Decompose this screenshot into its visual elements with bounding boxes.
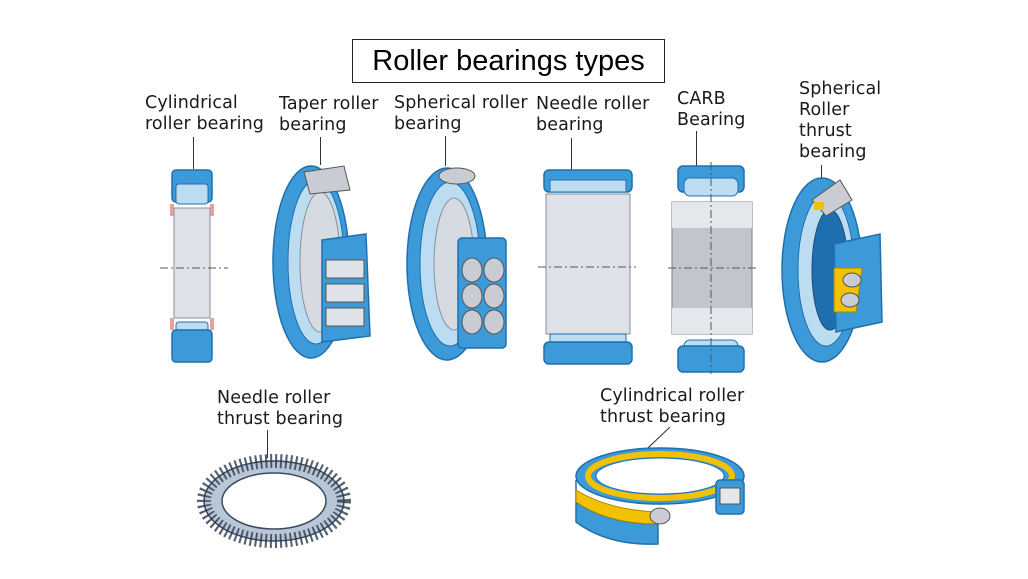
spherical-roller-bearing-figure — [406, 167, 507, 361]
cylindrical-roller-thrust-bearing-figure — [575, 447, 745, 545]
leader-line-taper — [320, 137, 321, 165]
label-needle-roller-thrust-bearing: Needle roller thrust bearing — [217, 388, 344, 429]
spherical-roller-thrust-bearing-figure — [781, 177, 883, 363]
label-spherical-roller-bearing: Spherical roller bearing — [394, 93, 528, 134]
leader-line-needle — [571, 138, 572, 170]
taper-roller-bearing-figure — [272, 165, 371, 359]
label-cylindrical-roller-thrust-bearing: Cylindrical roller thrust bearing — [600, 386, 745, 427]
label-carb-bearing: CARB Bearing — [677, 89, 746, 130]
needle-roller-bearing-figure — [538, 169, 636, 365]
label-taper-roller-bearing: Taper roller bearing — [279, 94, 379, 135]
leader-line-needle-thrust — [267, 430, 268, 458]
leader-line-cylindrical — [193, 137, 194, 169]
page-title: Roller bearings types — [352, 39, 665, 83]
cylindrical-roller-bearing-figure — [160, 169, 228, 363]
needle-roller-thrust-bearing-figure — [197, 454, 351, 548]
leader-line-spherical-thrust — [821, 165, 822, 185]
carb-bearing-figure — [668, 162, 758, 374]
label-needle-roller-bearing: Needle roller bearing — [536, 94, 650, 135]
leader-line-carb — [696, 131, 697, 167]
label-spherical-roller-thrust-bearing: Spherical Roller thrust bearing — [799, 79, 882, 162]
leader-line-spherical — [445, 136, 446, 166]
label-cylindrical-roller-bearing: Cylindrical roller bearing — [145, 93, 265, 134]
